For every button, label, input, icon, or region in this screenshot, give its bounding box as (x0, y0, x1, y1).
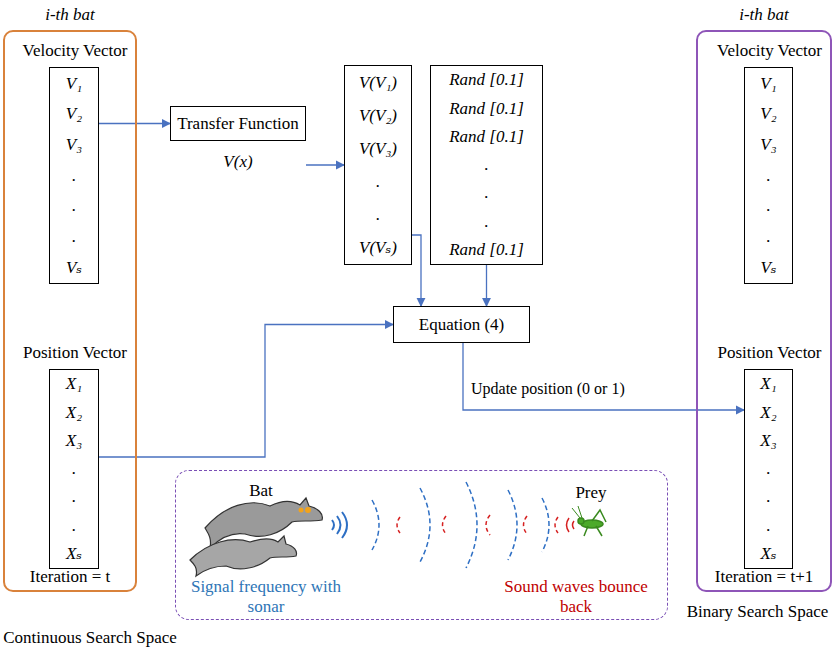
vector-entry: V(V₃) (359, 139, 397, 159)
iteration-label: Iteration = t (5, 567, 135, 587)
connector-arrow (486, 265, 487, 306)
connector-arrow (99, 123, 170, 124)
prey-insect (572, 506, 606, 536)
vector-entry: . (766, 487, 770, 507)
vector-entry: X₃ (66, 431, 82, 451)
vector-box: Velocity VectorV₁V₂V₃...Vₛ (49, 67, 99, 284)
vector-entry: . (766, 196, 770, 216)
illustration-label: Prey (561, 483, 621, 503)
vector-heading: Position Vector (700, 343, 835, 363)
vector-entries: V₁ V₂ V₃... Vₛ (745, 68, 792, 283)
free-label: Binary Search Space (680, 602, 835, 622)
vector-entry: X₂ (66, 403, 82, 423)
echo-waves (397, 515, 558, 535)
vector-entry: . (484, 212, 488, 232)
vector-entry: V₁ (66, 74, 82, 94)
bat-eye (299, 508, 304, 513)
vector-heading: Velocity Vector (700, 41, 835, 61)
connector-arrow (463, 343, 744, 410)
illustration-frame: BatSignal frequency with sonar PreySound … (175, 470, 668, 620)
vector-box: V(V₁) V(V₂) V(V₃).. V(Vₛ) (344, 65, 412, 265)
vector-box: Velocity VectorV₁V₂V₃...Vₛ (744, 67, 793, 284)
edge-label: Update position (0 or 1) (469, 380, 627, 398)
vector-entries: X₁ X₂ X₃... Xₛ (745, 370, 792, 568)
vector-entry: Rand [0.1] (449, 240, 524, 260)
vector-box: Position VectorX₁X₂X₃...Xₛ (49, 369, 99, 569)
vector-entry: V(Vₛ) (359, 238, 397, 258)
sonar-waves (332, 512, 347, 538)
process-box: Transfer Function (170, 106, 306, 141)
process-label: Equation (4) (419, 315, 504, 335)
vector-entry: V₂ (66, 104, 82, 124)
signal-waves (372, 482, 549, 568)
free-label: Continuous Search Space (0, 628, 180, 648)
iteration-label: Iteration = t+1 (698, 567, 830, 587)
vector-entry: . (72, 487, 76, 507)
illustration-label: Signal frequency with sonar (186, 577, 346, 616)
vector-entry: V₁ (760, 74, 776, 94)
vector-entry: Xₛ (66, 544, 82, 564)
vector-entry: . (484, 155, 488, 175)
vector-entry: Xₛ (760, 544, 776, 564)
vector-entry: Vₛ (760, 258, 776, 278)
vector-entry: Rand [0.1] (449, 127, 524, 147)
free-label: V(x) (212, 152, 264, 172)
vector-entry: X₂ (760, 403, 776, 423)
vector-entry: V₃ (66, 135, 82, 155)
vector-entry: Rand [0.1] (449, 99, 524, 119)
vector-entry: V(V₁) (359, 73, 397, 93)
vector-entry: . (766, 459, 770, 479)
illustration-label: Sound waves bounce back (491, 577, 661, 616)
vector-entries: V(V₁) V(V₂) V(V₃).. V(Vₛ) (345, 66, 411, 264)
connector-arrow (306, 164, 344, 165)
vector-entry: V₃ (760, 135, 776, 155)
vector-entries: X₁ X₂ X₃... Xₛ (50, 370, 98, 568)
vector-box: Position VectorX₁X₂X₃...Xₛ (744, 369, 793, 569)
vector-entry: . (766, 516, 770, 536)
vector-entry: V(V₂) (359, 106, 397, 126)
vector-entry: . (766, 166, 770, 186)
bat-heading: i-th bat (5, 5, 135, 25)
vector-heading: Position Vector (5, 343, 145, 363)
vector-entry: . (484, 183, 488, 203)
vector-entry: . (72, 459, 76, 479)
vector-entry: X₁ (66, 374, 82, 394)
vector-entries: Rand [0.1] Rand [0.1] Rand [0.1]... Rand [0… (431, 66, 542, 264)
bat-eye (305, 507, 311, 513)
vector-entry: Vₛ (66, 258, 82, 278)
illustration-label: Bat (231, 481, 291, 501)
bat-figure (190, 536, 297, 576)
process-box: Equation (4) (393, 306, 530, 343)
vector-entry: X₃ (760, 431, 776, 451)
vector-entry: . (72, 196, 76, 216)
vector-box: Rand [0.1] Rand [0.1] Rand [0.1]... Rand [0… (430, 65, 543, 265)
vector-entry: X₁ (760, 374, 776, 394)
vector-entry: . (72, 516, 76, 536)
vector-entry: . (72, 166, 76, 186)
vector-entry: . (72, 227, 76, 247)
vector-heading: Velocity Vector (5, 41, 145, 61)
vector-entry: V₂ (760, 104, 776, 124)
connector-arrow (412, 235, 421, 306)
vector-entry: . (766, 227, 770, 247)
bat-heading: i-th bat (698, 5, 830, 25)
prey-sound (567, 518, 575, 532)
search-space-panel: i-th batIteration = t+1Velocity VectorV₁… (696, 30, 832, 592)
search-space-panel: i-th batIteration = tVelocity VectorV₁V₂… (3, 30, 137, 592)
vector-entry: . (376, 172, 380, 192)
process-label: Transfer Function (177, 114, 299, 134)
connector-arrow (99, 325, 393, 458)
vector-entries: V₁ V₂ V₃... Vₛ (50, 68, 98, 283)
vector-entry: Rand [0.1] (449, 70, 524, 90)
vector-entry: . (376, 205, 380, 225)
